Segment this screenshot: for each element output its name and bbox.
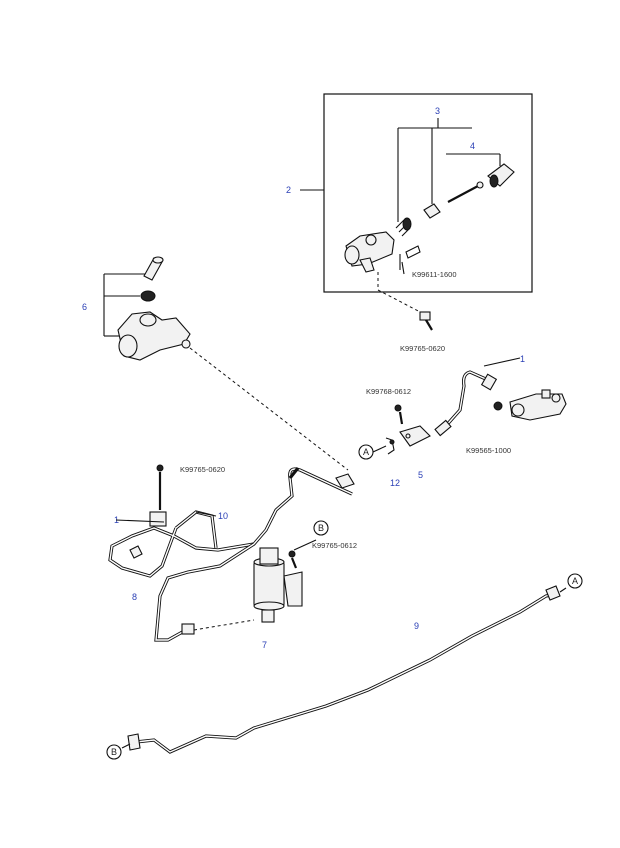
connector-a-right: A — [567, 573, 583, 589]
partno-k99565-1000: K99565-1000 — [466, 446, 511, 455]
connector-b2-label: B — [111, 747, 117, 757]
partno-k99765-0620: K99765-0620 — [400, 344, 445, 353]
bolt-k99765-0620 — [377, 272, 433, 331]
callout-12: 12 — [390, 478, 400, 488]
callout-1: 1 — [520, 354, 525, 364]
leader-k99611 — [401, 261, 405, 275]
callout-6: 6 — [82, 302, 87, 312]
partno-k99611-1600: K99611-1600 — [412, 270, 456, 279]
clutch-damper — [253, 539, 317, 623]
callout-3: 3 — [435, 106, 440, 116]
leader-11 — [115, 519, 165, 523]
connector-a-label: A — [363, 447, 369, 457]
partno-k99765-0620-top: K99765-0620 — [180, 465, 225, 474]
connector-b-top: B — [313, 520, 329, 536]
callout-10: 10 — [218, 511, 228, 521]
clutch-pipe-main — [108, 464, 355, 642]
callout-7: 7 — [262, 640, 267, 650]
partno-k99768-0612: K99768-0612 — [366, 387, 411, 396]
reservoir-assembly — [103, 256, 349, 471]
leader-10 — [195, 511, 217, 517]
master-cylinder-inset-box — [323, 93, 533, 293]
master-cylinder — [344, 163, 515, 273]
connector-a-top: A — [358, 444, 387, 460]
clutch-pipe-long — [121, 585, 567, 754]
callout-2: 2 — [286, 185, 291, 195]
connector-b-label: B — [318, 523, 324, 533]
callout-5: 5 — [418, 470, 423, 480]
partno-k99765-0612: K99765-0612 — [312, 541, 357, 550]
connector-a2-label: A — [572, 576, 578, 586]
callout-8: 8 — [132, 592, 137, 602]
callout-9: 9 — [414, 621, 419, 631]
connector-b-bottom: B — [106, 744, 122, 760]
slave-cylinder-hose — [385, 357, 567, 455]
callout-4: 4 — [470, 141, 475, 151]
